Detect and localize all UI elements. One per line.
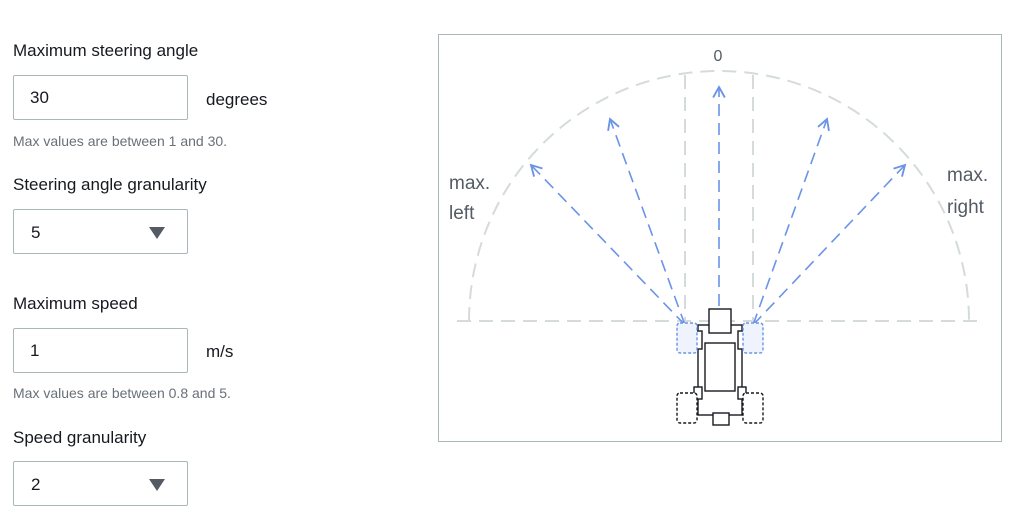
car-cabin <box>704 342 736 392</box>
steering-diagram-svg: 0 max. left max. right <box>449 48 988 426</box>
arrow-left-max <box>529 163 686 326</box>
speed-hint: Max values are between 0.8 and 5. <box>13 385 231 401</box>
guide-lines <box>457 70 985 322</box>
arrow-right-mid <box>752 117 830 326</box>
speed-granularity-select[interactable]: 2 <box>13 461 188 506</box>
speed-unit: m/s <box>206 342 234 361</box>
front-right-wheel <box>742 322 764 354</box>
caret-down-icon <box>149 479 165 491</box>
max-left-label-line2: left <box>449 203 475 224</box>
caret-down-icon <box>149 227 165 239</box>
steering-granularity-label: Steering angle granularity <box>13 175 207 194</box>
steering-angle-unit: degrees <box>206 90 268 109</box>
max-steering-angle-label: Maximum steering angle <box>13 41 199 60</box>
rear-left-wheel <box>676 392 698 424</box>
car-icon <box>676 308 764 426</box>
car-rear <box>712 412 730 426</box>
steering-angle-hint: Max values are between 1 and 30. <box>13 133 228 149</box>
steering-arrows <box>529 85 907 326</box>
max-speed-input[interactable] <box>13 328 188 373</box>
max-right-label-line1: max. <box>947 165 988 186</box>
steering-granularity-select[interactable]: 5 <box>13 209 188 254</box>
max-right-label-line2: right <box>947 197 985 218</box>
speed-granularity-value: 2 <box>31 475 41 494</box>
zero-label: 0 <box>714 48 723 65</box>
front-left-wheel <box>676 322 698 354</box>
steering-granularity-value: 5 <box>31 223 41 242</box>
speed-granularity-label: Speed granularity <box>13 428 147 447</box>
car-sensor <box>708 308 732 334</box>
arrow-right-max <box>752 163 907 326</box>
max-steering-angle-input[interactable] <box>13 75 188 120</box>
max-speed-label: Maximum speed <box>13 294 138 313</box>
guide-arc <box>468 70 970 322</box>
rear-right-wheel <box>742 392 764 424</box>
max-left-label-line1: max. <box>449 173 490 194</box>
steering-diagram: 0 max. left max. right <box>438 34 1002 442</box>
arrow-left-mid <box>607 117 686 326</box>
